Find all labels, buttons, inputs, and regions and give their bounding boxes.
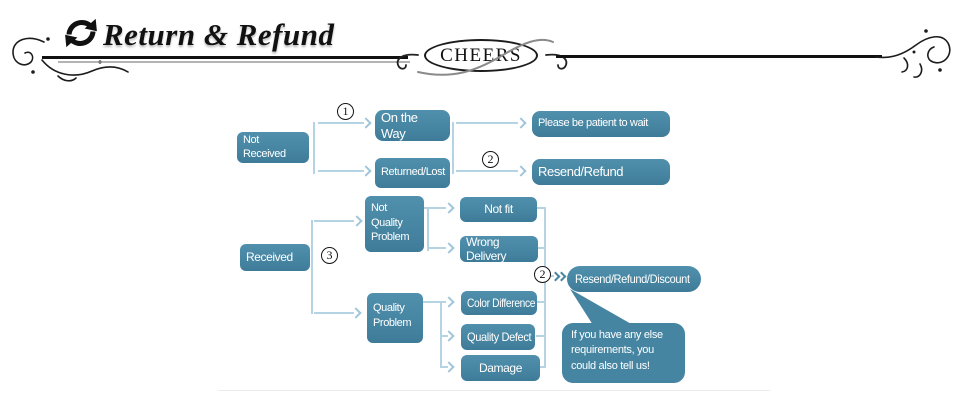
arrow-right-icon: [443, 361, 455, 373]
connector-line: [442, 335, 448, 337]
cheers-label: CHEERS: [440, 44, 522, 66]
connector-line: [311, 220, 313, 314]
connector-line: [424, 207, 446, 209]
flourish-left-icon: [6, 32, 146, 84]
curl-left-icon: [392, 50, 420, 72]
flourish-right-icon: [874, 24, 956, 84]
step-3-badge: 3: [321, 247, 338, 264]
title-underline: [42, 56, 408, 59]
arrow-right-icon: [350, 307, 362, 319]
connector-line: [544, 207, 546, 368]
node-damage: Damage: [461, 355, 540, 381]
connector-line: [536, 301, 544, 303]
node-quality-problem: Quality Problem: [367, 293, 423, 343]
connector-line: [440, 301, 442, 368]
node-on-the-way: On the Way: [375, 110, 450, 141]
step-2-badge: 2: [482, 151, 499, 168]
step-2-badge: 2: [534, 266, 551, 283]
refresh-arrows-icon: [60, 15, 102, 51]
node-patient-wait: Please be patient to wait: [532, 111, 670, 137]
node-resend-refund: Resend/Refund: [532, 159, 670, 185]
node-quality-defect: Quality Defect: [461, 324, 535, 350]
connector-line: [314, 312, 354, 314]
connector-line: [536, 207, 544, 209]
arrow-right-icon: [443, 242, 455, 254]
connector-line: [540, 366, 545, 368]
note-text: If you have any else requirements, you c…: [571, 329, 663, 372]
arrow-right-icon: [556, 271, 567, 282]
arrow-right-icon: [360, 165, 372, 177]
arrow-right-icon: [443, 296, 455, 308]
node-received: Received: [240, 244, 310, 271]
connector-line: [452, 122, 454, 174]
connector-line: [318, 122, 364, 124]
connector-line: [318, 170, 364, 172]
cheers-swirl-icon: [408, 28, 558, 80]
arrow-right-icon: [515, 165, 527, 177]
bubble-tail: [560, 284, 640, 329]
connector-line: [313, 122, 315, 174]
header-rule: [556, 55, 882, 58]
page-title: Return & Refund: [103, 17, 335, 52]
node-not-fit: Not fit: [460, 197, 537, 222]
node-color-difference: Color Difference: [461, 291, 537, 315]
node-not-quality-problem: Not Quality Problem: [365, 196, 424, 252]
node-wrong-delivery: Wrong Delivery: [460, 235, 538, 263]
node-returned-lost: Returned/Lost: [375, 158, 450, 188]
connector-line: [429, 247, 446, 249]
title-underline-shadow: [58, 61, 410, 63]
connector-line: [536, 247, 544, 249]
arrow-right-icon: [443, 330, 455, 342]
connector-line: [442, 366, 448, 368]
arrow-right-icon: [515, 117, 527, 129]
arrow-right-icon: [351, 215, 363, 227]
node-not-received: Not Received: [237, 132, 309, 163]
connector-line: [536, 335, 545, 337]
arrow-right-icon: [360, 117, 372, 129]
connector-line: [456, 122, 518, 124]
step-1-badge: 1: [337, 103, 354, 120]
arrow-right-icon: [443, 202, 455, 214]
connector-line: [427, 207, 429, 251]
connector-line: [314, 220, 354, 222]
node-resend-refund-discount: Resend/Refund/Discount: [567, 266, 701, 292]
note-speech-bubble: If you have any else requirements, you c…: [562, 323, 685, 383]
connector-line: [456, 170, 518, 172]
bottom-divider: [218, 390, 770, 391]
connector-line: [423, 301, 446, 303]
